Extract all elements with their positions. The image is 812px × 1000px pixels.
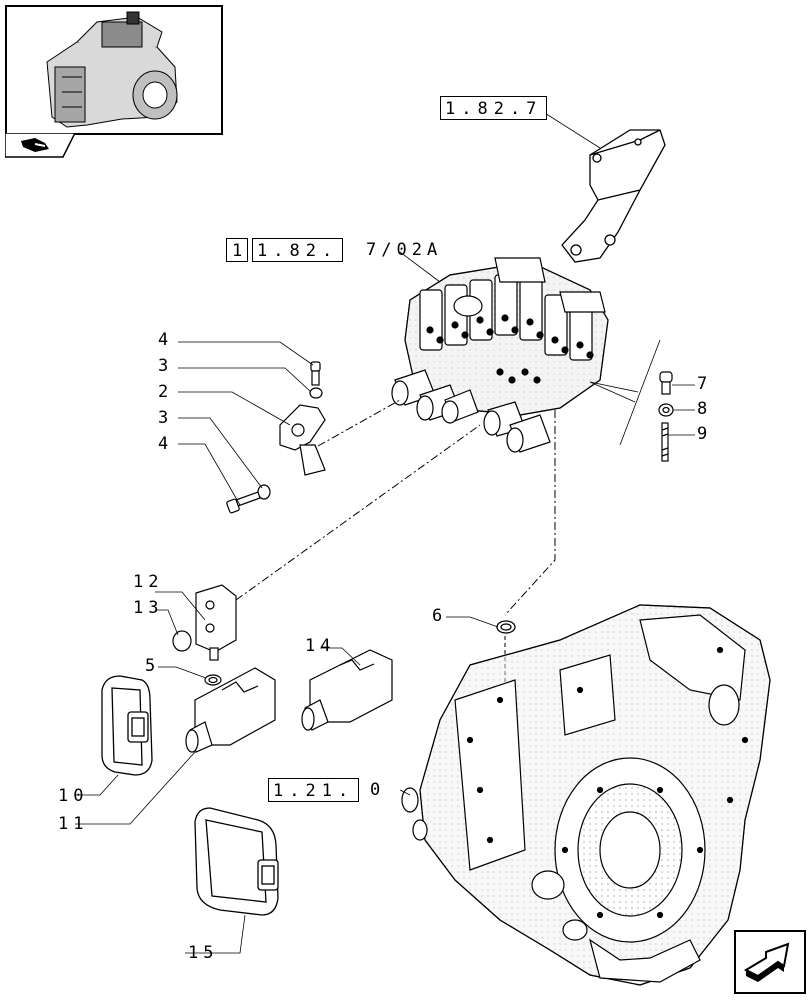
callout-3-bottom: 3 <box>158 408 174 428</box>
reference-box-bracket[interactable]: 1.82.7 <box>440 96 548 120</box>
callout-7: 7 <box>697 374 713 394</box>
callout-4-top: 4 <box>158 330 174 350</box>
upper-left-leaders <box>155 591 207 679</box>
leader-bracket <box>539 109 601 149</box>
reference-box-valve[interactable]: 1.82. <box>252 238 344 262</box>
reference-housing-label: 1.21. <box>273 781 355 801</box>
tractor-housing-thumbnail-icon <box>46 11 178 128</box>
reference-box-housing[interactable]: 1.21. <box>268 778 360 802</box>
leader-10 <box>75 774 119 796</box>
leader-housing <box>399 789 411 796</box>
leader-14 <box>320 647 361 666</box>
callout-13: 13 <box>133 598 164 618</box>
callout-4-bottom: 4 <box>158 434 174 454</box>
reference-valve-label: 1.82. <box>257 241 339 261</box>
callout-2: 2 <box>158 382 174 402</box>
reference-housing-suffix: 0 <box>370 780 386 800</box>
hardware-leaders <box>589 339 695 446</box>
centerline-valve-12 <box>235 424 481 601</box>
clip-2 <box>279 404 326 476</box>
stud-9 <box>661 422 669 462</box>
callout-11: 11 <box>58 814 89 834</box>
bracket-part <box>561 129 666 263</box>
bolt-7 <box>659 371 673 395</box>
centerline-valve-housing <box>504 410 556 616</box>
callout-8: 8 <box>697 399 713 419</box>
callout-14: 14 <box>305 636 336 656</box>
next-page-button[interactable] <box>734 930 806 994</box>
assembly-thumbnail[interactable] <box>5 5 223 135</box>
reference-box-valve-index[interactable]: 1 <box>226 238 249 262</box>
rear-axle-housing <box>401 604 771 986</box>
reference-valve-index-label: 1 <box>232 241 243 261</box>
valve-12 <box>195 584 237 661</box>
centerline-clip <box>317 399 401 447</box>
cover-15 <box>194 807 279 916</box>
left-leaders <box>178 341 314 506</box>
leader-valve <box>399 251 441 283</box>
seal-5 <box>204 674 222 686</box>
reference-valve-suffix: 7/02A <box>366 240 443 260</box>
washer-8 <box>658 403 674 417</box>
coupler-block-14 <box>301 649 393 731</box>
washer-3-top <box>309 387 323 399</box>
callout-5: 5 <box>145 656 161 676</box>
cover-10 <box>101 675 153 776</box>
callout-3-top: 3 <box>158 356 174 376</box>
coupler-block-11 <box>185 667 276 753</box>
bolt-4-top <box>310 361 321 386</box>
leader-6 <box>446 616 499 628</box>
seal-6 <box>496 620 516 634</box>
reference-bracket-label: 1.82.7 <box>445 99 543 119</box>
callout-6: 6 <box>432 606 448 626</box>
section-tab[interactable] <box>4 132 77 159</box>
leader-15 <box>185 914 246 954</box>
leader-11 <box>75 751 196 825</box>
control-valve-assembly <box>391 257 609 453</box>
callout-9: 9 <box>697 424 713 444</box>
callout-12: 12 <box>133 572 164 592</box>
next-page-arrow-icon <box>743 942 790 982</box>
callout-10: 10 <box>58 786 89 806</box>
section-folder-icon <box>4 132 77 158</box>
bolt-4-bottom <box>226 491 261 514</box>
callout-15: 15 <box>188 943 219 963</box>
cap-13 <box>172 630 192 652</box>
